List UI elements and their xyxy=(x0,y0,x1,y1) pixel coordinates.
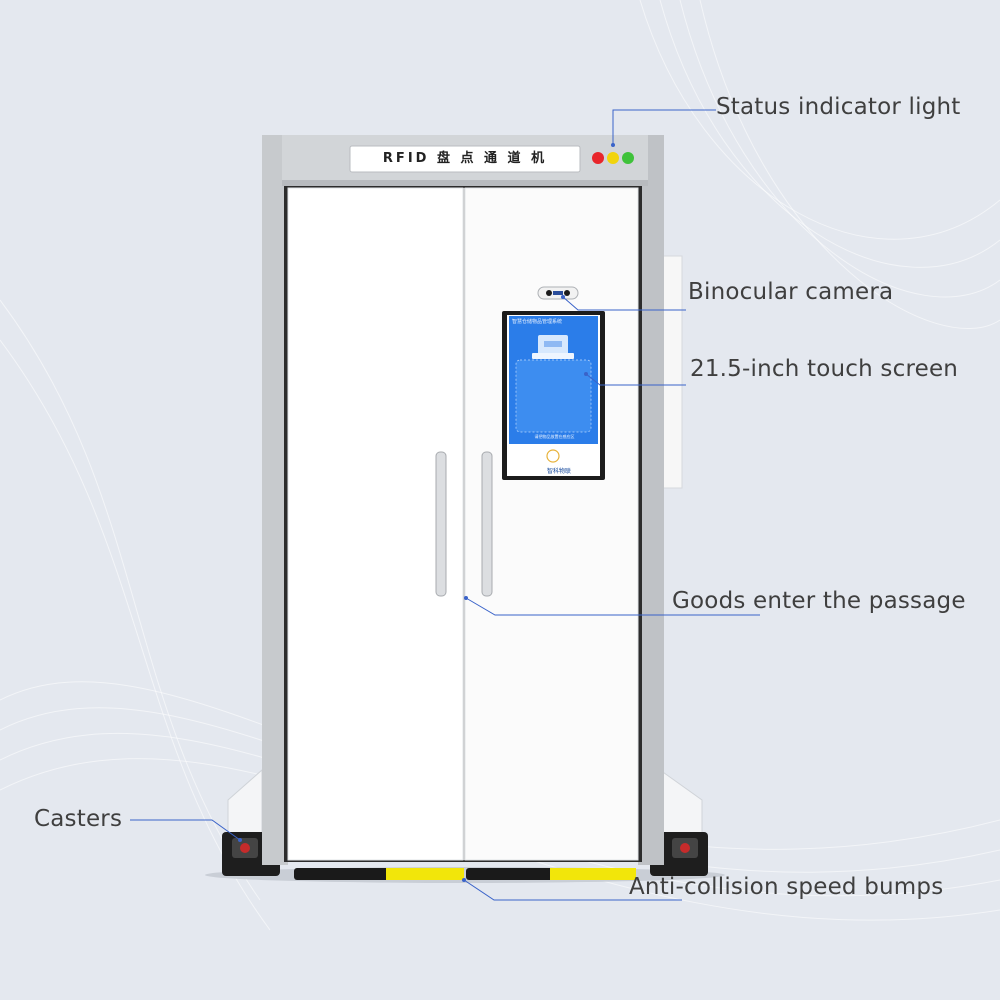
brand-logo-icon xyxy=(546,449,560,463)
handle-left xyxy=(435,451,447,597)
leader-casters xyxy=(130,819,241,841)
screen-title: 智慧仓储物品管理系统 xyxy=(512,319,563,325)
handle-right xyxy=(481,451,493,597)
indicator-light-red xyxy=(592,152,604,164)
door-left xyxy=(287,187,464,861)
leader-bumps xyxy=(463,879,682,901)
leader-screen xyxy=(585,373,686,386)
frame-left-post xyxy=(262,135,288,865)
caster-right xyxy=(672,838,698,858)
caster-left xyxy=(232,838,258,858)
frame-header-shade xyxy=(282,180,648,186)
speed-bumps xyxy=(294,868,636,880)
leader-status-light xyxy=(612,109,716,145)
door-right xyxy=(464,187,639,861)
screen-brand: 智科物联 xyxy=(546,468,571,475)
callout-bumps: Anti-collision speed bumps xyxy=(629,874,944,900)
callout-casters: Casters xyxy=(34,806,123,832)
indicator-light-green xyxy=(622,152,634,164)
screen-hint: 请把物品放置在感应区 xyxy=(534,434,575,439)
callout-camera: Binocular camera xyxy=(688,279,894,305)
indicator-light-yellow xyxy=(607,152,619,164)
callout-screen: 21.5-inch touch screen xyxy=(690,356,959,382)
screen-illustration-icon xyxy=(532,335,574,359)
sign-panel xyxy=(349,145,581,173)
callout-passage: Goods enter the passage xyxy=(672,588,966,614)
leader-dot-icon xyxy=(238,143,615,882)
touch-screen xyxy=(502,311,605,480)
leader-camera xyxy=(562,296,686,311)
callout-status-light: Status indicator light xyxy=(716,94,961,120)
frame-right-post xyxy=(638,135,664,865)
binocular-camera xyxy=(537,286,579,300)
leader-passage xyxy=(465,597,760,616)
sign-label: RFID 盘 点 通 道 机 xyxy=(382,151,548,166)
leader-lines xyxy=(130,109,760,901)
